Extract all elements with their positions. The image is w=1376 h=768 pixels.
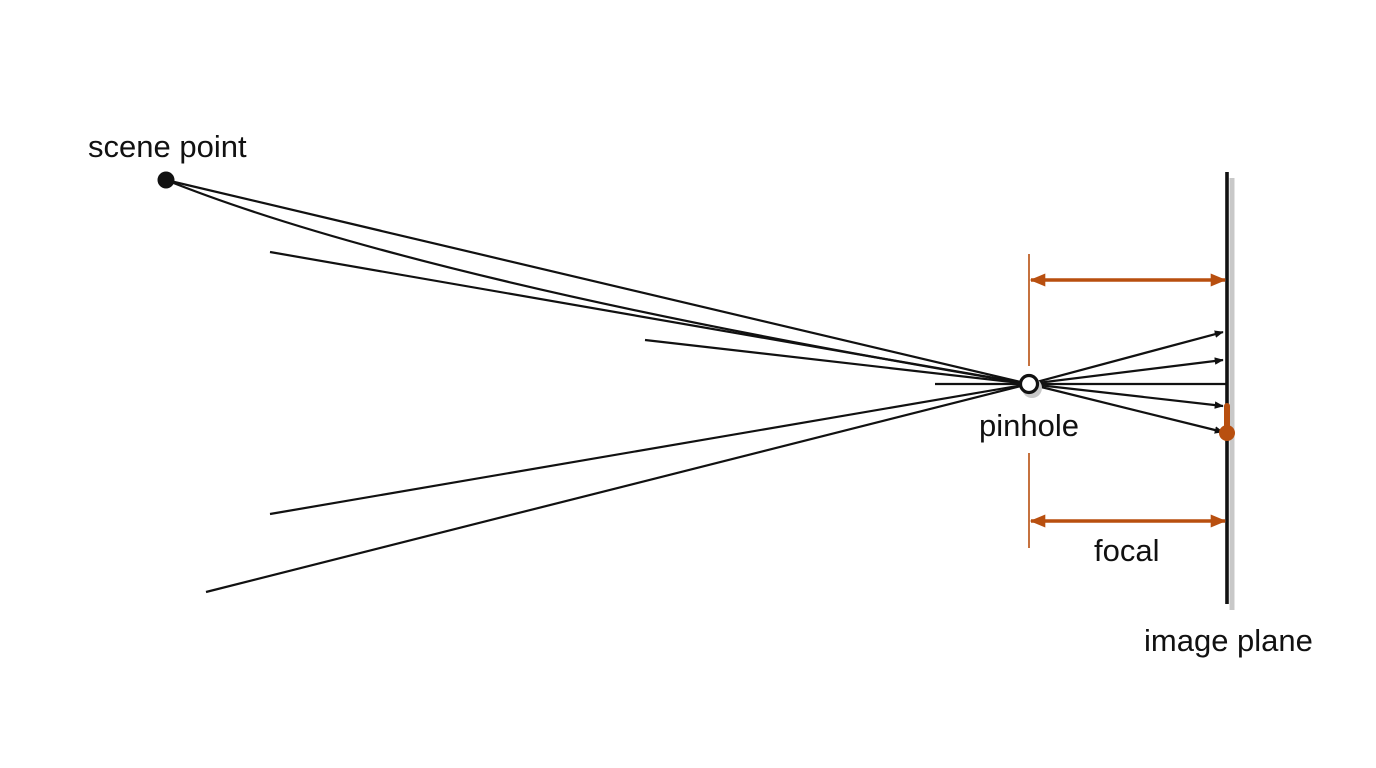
incoming-ray	[205, 382, 1030, 594]
incoming-ray	[269, 250, 1030, 386]
incoming-ray	[644, 338, 1030, 386]
incoming-ray	[269, 382, 1030, 516]
projected-ray	[1028, 382, 1224, 434]
pinhole-aperture	[1018, 373, 1040, 395]
projected-ray	[1028, 382, 1224, 409]
incoming-ray	[165, 178, 1030, 386]
pinhole-label: pinhole	[979, 408, 1079, 443]
incoming-rays	[165, 178, 1030, 594]
image-plane-label: image plane	[1144, 623, 1313, 658]
scene-point-dot	[157, 171, 175, 189]
image-point	[1219, 425, 1235, 441]
projected-ray	[1028, 330, 1224, 386]
scene-point-label: scene point	[88, 129, 247, 164]
focal-label: focal	[1094, 533, 1159, 568]
projected-rays	[1028, 330, 1224, 434]
projected-ray	[1028, 357, 1224, 386]
